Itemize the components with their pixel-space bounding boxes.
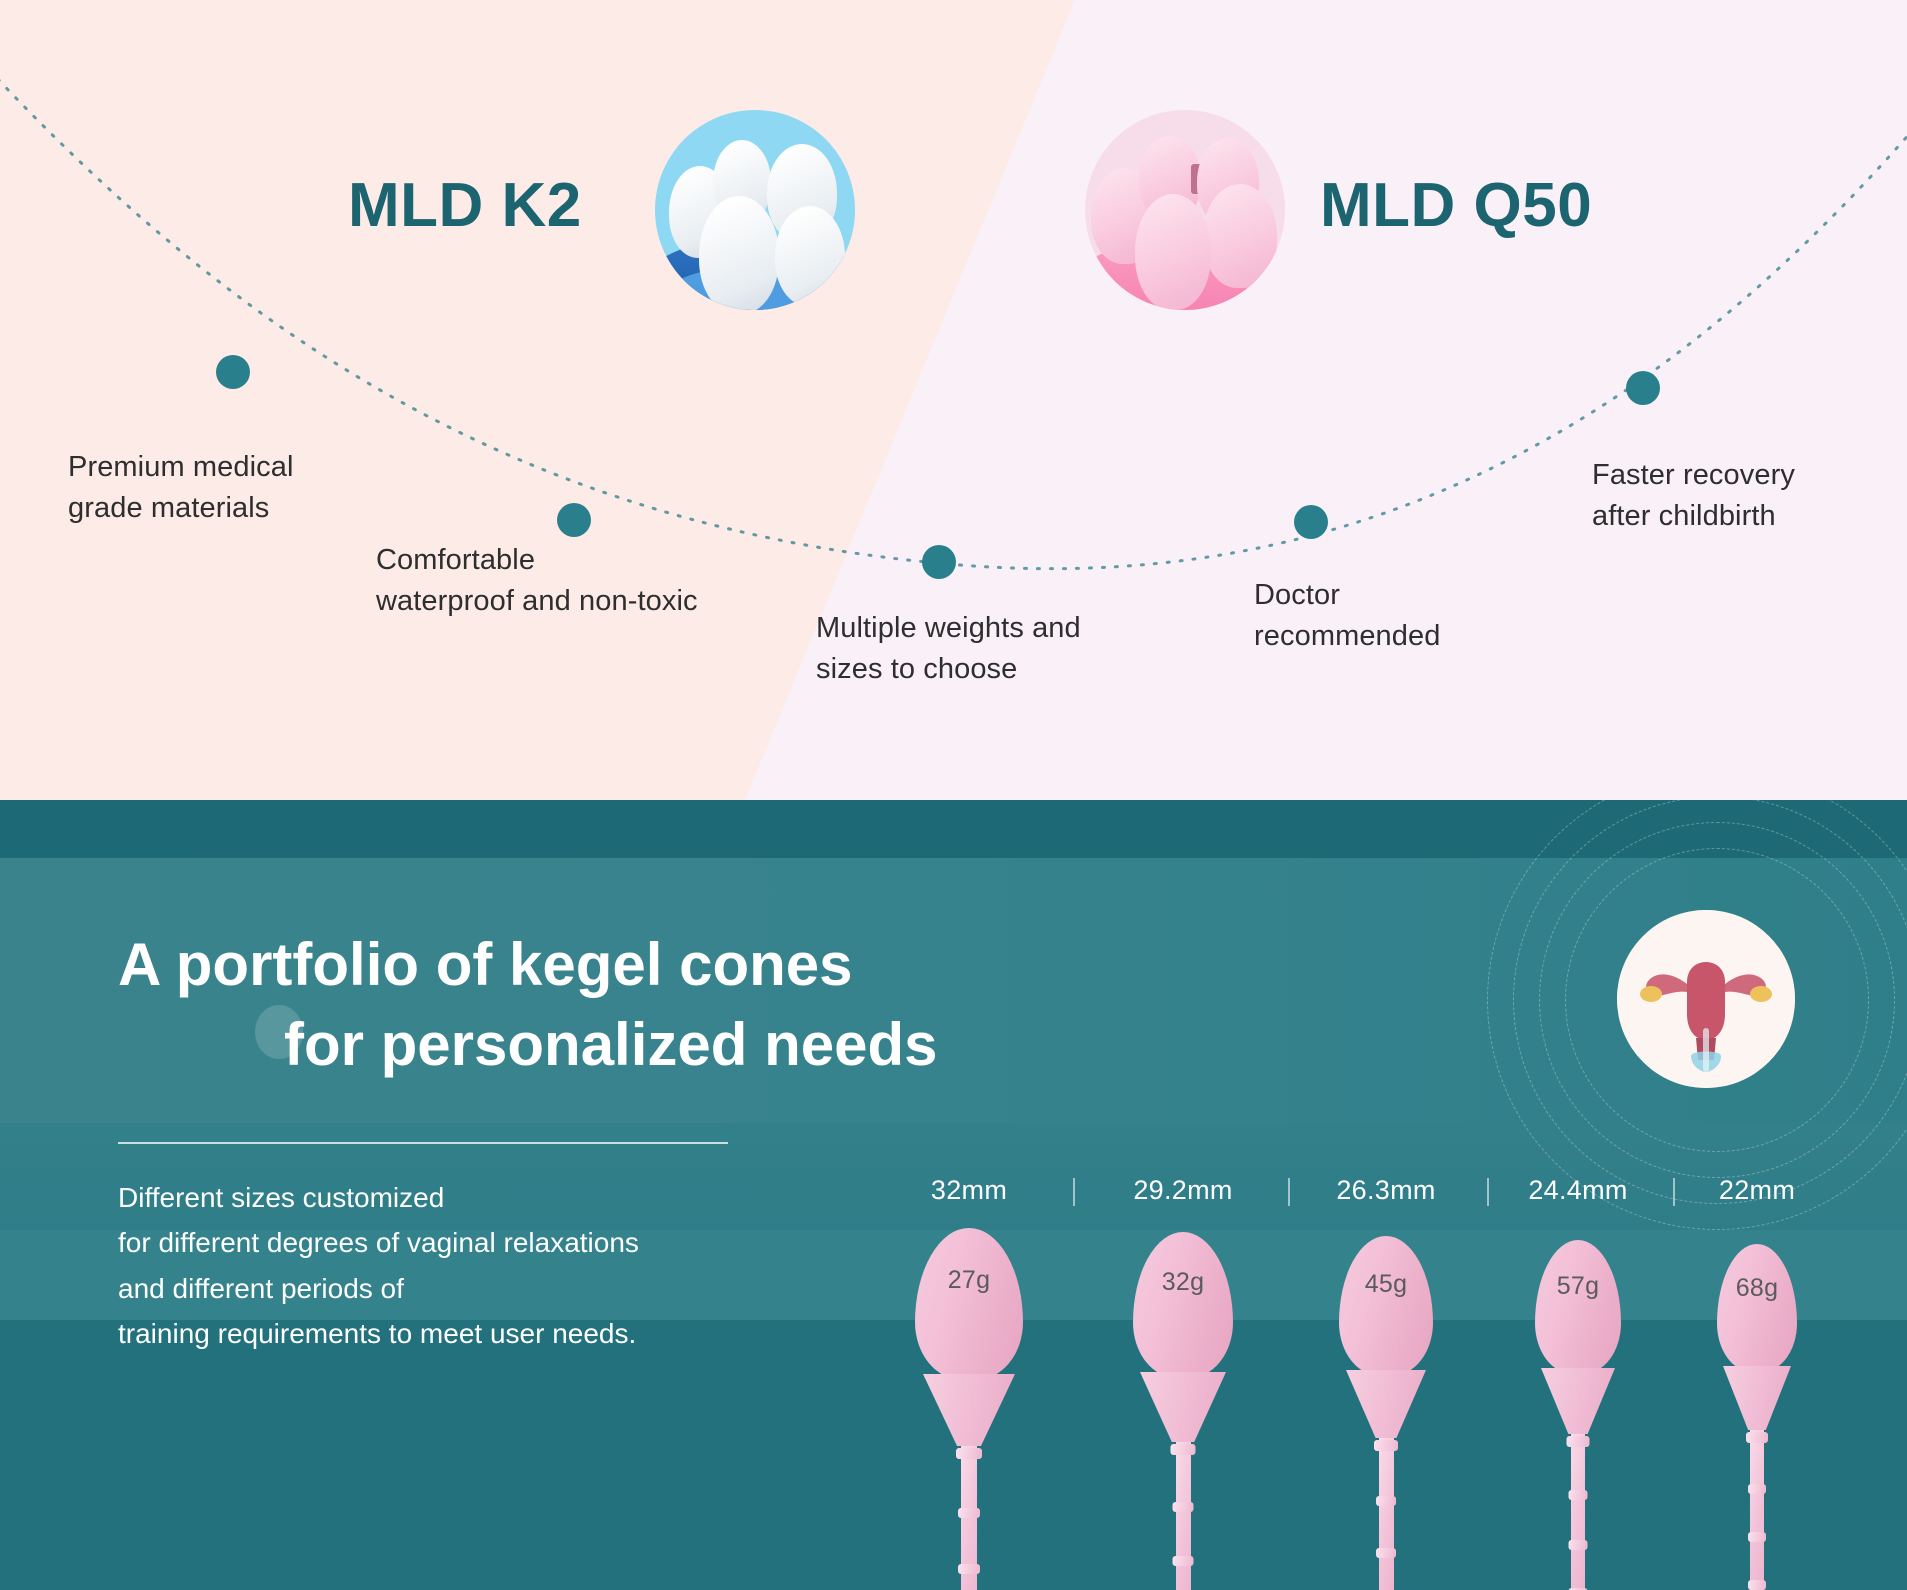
kegel-cone-1: 27g <box>915 1228 1023 1590</box>
size-divider-1 <box>1073 1178 1075 1206</box>
q50-cone-d <box>1203 184 1277 288</box>
heading-line-1: A portfolio of kegel cones <box>118 931 853 998</box>
cone-stem-ring <box>1748 1580 1766 1590</box>
cone-size-label-4: 24.4mm <box>1528 1175 1628 1205</box>
kegel-cone-3: 45g <box>1339 1236 1433 1590</box>
cone-bulb: 68g <box>1717 1244 1797 1372</box>
feature-label-3: Multiple weights and sizes to choose <box>816 612 1081 686</box>
cone-stem <box>1566 1434 1590 1590</box>
feature-label-5: Faster recovery after childbirth <box>1592 459 1795 533</box>
cone-size-label-3: 26.3mm <box>1336 1175 1436 1205</box>
feature-label-4: Doctor recommended <box>1254 579 1441 653</box>
feature-label-1: Premium medical grade materials <box>68 451 294 525</box>
cone-weight-label-2: 32g <box>1161 1268 1205 1296</box>
cone-stem-ring <box>1748 1532 1766 1542</box>
cone-stem-ring <box>1568 1490 1588 1500</box>
heading-line-2: for personalized needs <box>284 1010 938 1078</box>
cone-stem-ring <box>958 1508 980 1518</box>
feature-dot-4 <box>1294 505 1328 539</box>
product-image-q50 <box>1085 110 1285 310</box>
q50-cone-e <box>1135 194 1211 310</box>
cone-neck <box>1723 1366 1791 1430</box>
cone-stem-ring <box>1748 1484 1766 1494</box>
product-image-k2 <box>655 110 855 310</box>
cone-bulb: 32g <box>1133 1232 1233 1378</box>
size-divider-2 <box>1288 1178 1290 1206</box>
cone-stem-ring <box>1376 1548 1396 1558</box>
cone-weight-label-1: 27g <box>947 1266 991 1294</box>
cone-stem-ring <box>1374 1440 1398 1451</box>
feature-dot-1 <box>216 355 250 389</box>
cone-stem <box>1746 1430 1768 1590</box>
anatomy-image <box>1617 910 1795 1088</box>
cone-neck <box>1346 1370 1426 1438</box>
portfolio-body-text: Different sizes customized for different… <box>118 1182 639 1350</box>
cone-stem <box>1374 1438 1398 1590</box>
cone-bulb: 27g <box>915 1228 1023 1380</box>
cone-neck <box>1140 1372 1226 1442</box>
cone-stem <box>1170 1442 1196 1590</box>
cone-stem-ring <box>956 1448 982 1459</box>
cone-weight-label-3: 45g <box>1364 1270 1408 1298</box>
feature-dot-2 <box>557 503 591 537</box>
cone-stem <box>956 1446 982 1590</box>
features-section: Premium medical grade materials Comforta… <box>0 0 1907 800</box>
product-title-q50: MLD Q50 <box>1320 171 1593 240</box>
cone-neck <box>1541 1368 1615 1434</box>
concentric-rings-decoration <box>1487 800 1907 1230</box>
dotted-curve <box>0 79 1907 571</box>
cone-stem-ring <box>1376 1496 1396 1506</box>
cone-stem-ring <box>1172 1502 1194 1512</box>
kegel-cone-4: 57g <box>1535 1240 1621 1590</box>
k2-cone-d <box>699 196 779 310</box>
cone-stem-ring <box>1568 1540 1588 1550</box>
cone-weight-label-5: 68g <box>1735 1274 1779 1302</box>
kegel-cone-5: 68g <box>1717 1244 1797 1590</box>
portfolio-heading: A portfolio of kegel cones for personali… <box>118 925 938 1085</box>
feature-label-2: Comfortable waterproof and non-toxic <box>376 544 698 618</box>
cone-size-label-5: 22mm <box>1718 1175 1796 1205</box>
cone-bulb: 45g <box>1339 1236 1433 1376</box>
feature-dot-5 <box>1626 371 1660 405</box>
feature-dot-3 <box>922 545 956 579</box>
cone-bulb: 57g <box>1535 1240 1621 1374</box>
cone-stem-ring <box>1172 1556 1194 1566</box>
size-divider-4 <box>1673 1178 1675 1206</box>
cone-stem-ring <box>1170 1444 1196 1455</box>
cone-size-label-1: 32mm <box>930 1175 1008 1205</box>
kegel-cone-2: 32g <box>1133 1232 1233 1590</box>
size-divider-3 <box>1487 1178 1489 1206</box>
cone-neck <box>923 1374 1015 1446</box>
k2-cone-e <box>775 206 845 306</box>
cone-size-label-2: 29.2mm <box>1133 1175 1233 1205</box>
product-title-k2: MLD K2 <box>348 171 582 240</box>
heading-divider <box>118 1142 728 1144</box>
heading-dot-decoration <box>255 1005 303 1059</box>
cone-weight-label-4: 57g <box>1556 1272 1600 1300</box>
cone-stem-ring <box>1568 1588 1588 1590</box>
cone-stem-ring <box>958 1564 980 1574</box>
cone-stem-ring <box>1746 1432 1768 1443</box>
cone-stem-ring <box>1566 1436 1590 1447</box>
